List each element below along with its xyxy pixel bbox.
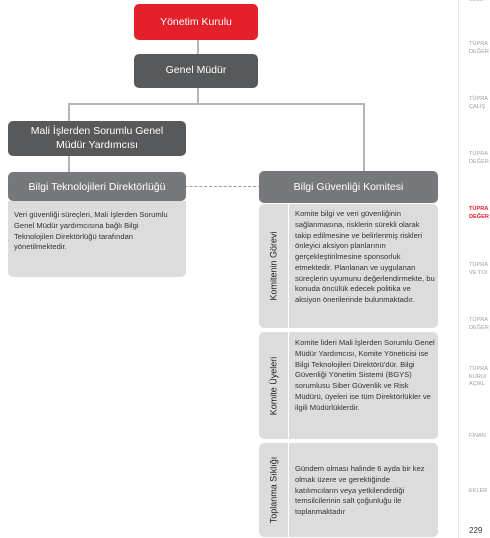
cfo-box: Mali İşlerden Sorumlu Genel Müdür Yardım…: [8, 121, 186, 156]
frequency-text: Gündem olması halinde 6 ayda bir kez olm…: [295, 464, 425, 517]
dashed-connector: [165, 186, 261, 187]
connector-line: [197, 88, 199, 104]
connector-line: [363, 103, 365, 171]
committee-row-frequency: Toplanma Sıklığı Gündem olması halinde 6…: [259, 443, 438, 537]
page-number: 229: [469, 526, 483, 535]
sidebar-divider: [458, 0, 459, 538]
it-directorate-panel: Veri güvenliği süreçleri, Mali İşlerden …: [8, 201, 186, 277]
security-committee-box: Bilgi Güvenliği Komitesi: [259, 171, 438, 203]
members-label: Komite Üyeleri: [268, 356, 279, 415]
board-box: Yönetim Kurulu: [134, 4, 258, 40]
sidebar-top-cut-item[interactable]: ILEDE: [469, 0, 484, 3]
sidebar-item[interactable]: EKLER: [469, 488, 488, 494]
duty-label: Komitenin Görevi: [268, 231, 279, 301]
committee-row-duty: Komitenin Görevi Komite bilgi ve veri gü…: [259, 204, 438, 328]
it-directorate-text: Veri güvenliği süreçleri, Mali İşlerden …: [14, 210, 168, 252]
it-directorate-box: Bilgi Teknolojileri Direktörlüğü: [8, 172, 186, 201]
ceo-box: Genel Müdür: [134, 54, 258, 88]
connector-line: [68, 103, 364, 105]
duty-text: Komite bilgi ve veri güvenliğinin sağlan…: [295, 209, 435, 305]
committee-row-members: Komite Üyeleri Komite lideri Mali İşlerd…: [259, 332, 438, 439]
connector-line: [197, 40, 199, 54]
sidebar-item[interactable]: FİNAN: [469, 433, 486, 439]
connector-line: [68, 156, 70, 172]
members-text: Komite lideri Mali İşlerden Sorumlu Gene…: [295, 338, 435, 412]
connector-line: [68, 103, 70, 121]
frequency-label: Toplanma Sıklığı: [268, 456, 279, 524]
